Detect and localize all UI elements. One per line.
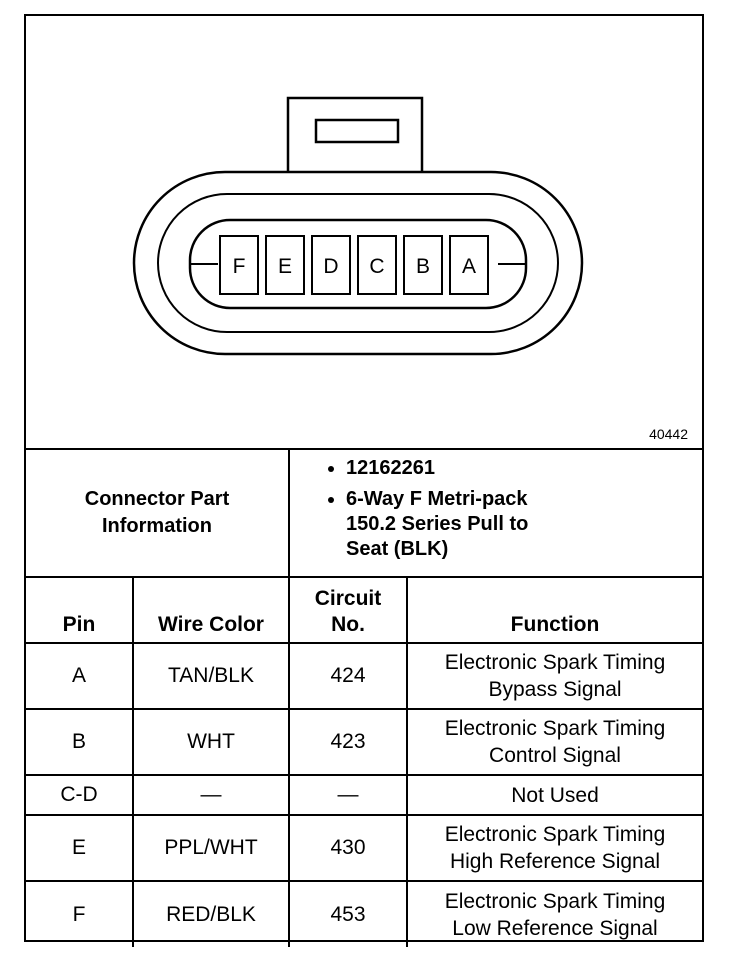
part-info-label-line: Information (102, 515, 212, 537)
wire-color-cell: PPL/WHT (132, 814, 290, 882)
part-info-list: 12162261 6-Way F Metri-pack 150.2 Series… (287, 448, 703, 578)
wire-color-cell: RED/BLK (132, 880, 290, 947)
connector-table: Connector Part Information 12162261 6-Wa… (26, 448, 703, 947)
pin-cavity-c (357, 235, 397, 295)
pin-cell: A (26, 642, 134, 710)
function-line: Electronic Spark Timing (444, 717, 666, 740)
pin-cell: F (26, 880, 134, 947)
header-pin: Pin (26, 576, 134, 644)
pin-cell: E (26, 814, 134, 882)
part-info-label-line: Connector Part (84, 488, 230, 510)
function-cell: Not Used (405, 774, 703, 816)
part-number-item: 12162261 (346, 456, 698, 481)
connector-type-item: 6-Way F Metri-pack 150.2 Series Pull to … (346, 487, 698, 562)
part-info-row: Connector Part Information 12162261 6-Wa… (26, 448, 703, 578)
circuit-cell: — (288, 774, 408, 816)
pin-label-e: E (278, 255, 292, 278)
circuit-cell: 423 (288, 708, 408, 776)
pin-cavity-a (449, 235, 489, 295)
pin-label-b: B (416, 255, 430, 278)
part-number: 12162261 (346, 457, 435, 479)
wire-color-cell: TAN/BLK (132, 642, 290, 710)
connector-type-line: 6-Way F Metri-pack (346, 488, 528, 510)
connector-type-line: 150.2 Series Pull to (346, 513, 529, 535)
header-function: Function (405, 576, 703, 644)
figure-id: 40442 (649, 426, 688, 442)
function-line: Electronic Spark Timing (444, 651, 666, 674)
wire-color-cell: — (132, 774, 290, 816)
pin-cavity-b (403, 235, 443, 295)
pin-label-f: F (233, 255, 246, 278)
function-line: Not Used (511, 783, 599, 807)
function-line: Control Signal (489, 744, 621, 767)
locking-tab (286, 96, 424, 176)
header-circuit-line: Circuit (314, 587, 382, 610)
pin-cell: C-D (26, 774, 134, 816)
pin-cavity-e (265, 235, 305, 295)
pin-cavity-f (219, 235, 259, 295)
pin-cavity-d (311, 235, 351, 295)
function-line: Electronic Spark Timing (444, 823, 666, 846)
header-circuit-line: No. (331, 613, 365, 636)
circuit-cell: 424 (288, 642, 408, 710)
function-line: High Reference Signal (449, 850, 661, 873)
wire-color-cell: WHT (132, 708, 290, 776)
circuit-cell: 430 (288, 814, 408, 882)
pin-label-d: D (323, 255, 338, 278)
function-line: Bypass Signal (488, 678, 622, 701)
table-header-row: Pin Wire Color Circuit No. Function (26, 576, 703, 644)
header-circuit: Circuit No. (288, 576, 408, 644)
connector-type-line: Seat (BLK) (346, 538, 449, 560)
function-line: Electronic Spark Timing (444, 889, 666, 913)
table-row: C-D——Not Used (26, 774, 703, 816)
circuit-cell: 453 (288, 880, 408, 947)
part-info-label: Connector Part Information (26, 448, 290, 578)
pin-cell: B (26, 708, 134, 776)
function-line: Low Reference Signal (452, 916, 658, 940)
pin-label-a: A (462, 255, 476, 278)
pin-label-c: C (369, 255, 384, 278)
header-wire-color: Wire Color (132, 576, 290, 644)
